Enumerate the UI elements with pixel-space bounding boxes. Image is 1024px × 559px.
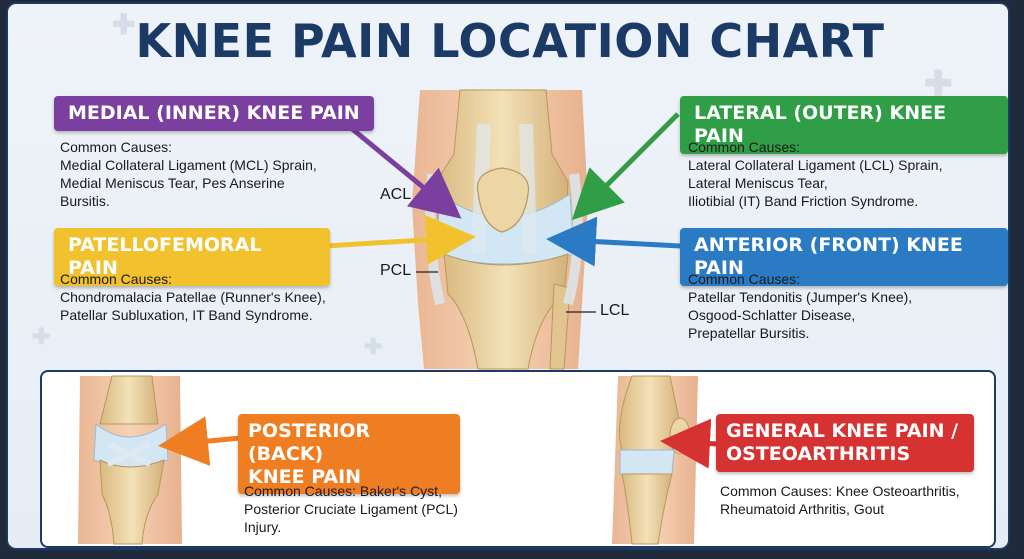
causes-line: Common Causes: bbox=[60, 271, 173, 287]
pcl-label: PCL bbox=[380, 262, 412, 279]
anterior-causes: Common Causes: Patellar Tendonitis (Jump… bbox=[688, 270, 912, 342]
plus-icon: ✚ bbox=[112, 9, 136, 40]
posterior-label-line: KNEE PAIN bbox=[248, 465, 362, 488]
causes-line: Common Causes: bbox=[60, 139, 173, 155]
causes-line: Chondromalacia Patellae (Runner's Knee), bbox=[60, 289, 326, 305]
causes-line: Common Causes: Baker's Cyst, bbox=[244, 483, 442, 499]
causes-line: Medial Meniscus Tear, Pes Anserine bbox=[60, 175, 285, 191]
knee-pain-chart: ✚ ✚ ✚ ✚ KNEE PAIN LOCATION CHART bbox=[6, 2, 1010, 550]
lcl-label: LCL bbox=[600, 302, 630, 319]
lateral-causes: Common Causes: Lateral Collateral Ligame… bbox=[688, 138, 942, 210]
causes-line: Bursitis. bbox=[60, 193, 110, 209]
medial-causes: Common Causes: Medial Collateral Ligamen… bbox=[60, 138, 317, 210]
causes-line: Common Causes: bbox=[688, 139, 801, 155]
causes-line: Rheumatoid Arthritis, Gout bbox=[720, 501, 885, 517]
side-knee-illustration bbox=[612, 375, 698, 545]
general-label-line: GENERAL KNEE PAIN / bbox=[726, 420, 959, 442]
bottom-diagram bbox=[78, 375, 719, 545]
page-title: KNEE PAIN LOCATION CHART bbox=[135, 14, 885, 68]
causes-line: Medial Collateral Ligament (MCL) Sprain, bbox=[60, 157, 317, 173]
general-label-line: OSTEOARTHRITIS bbox=[726, 442, 911, 465]
causes-line: Prepatellar Bursitis. bbox=[688, 325, 810, 341]
causes-line: Posterior Cruciate Ligament (PCL) bbox=[244, 501, 458, 517]
general-pain-label: GENERAL KNEE PAIN / OSTEOARTHRITIS bbox=[716, 414, 974, 472]
lateral-pain-label: LATERAL (OUTER) KNEE PAIN bbox=[680, 96, 1008, 154]
causes-line: Patellar Tendonitis (Jumper's Knee), bbox=[688, 289, 913, 305]
posterior-causes: Common Causes: Baker's Cyst, Posterior C… bbox=[244, 482, 458, 536]
causes-line: Common Causes: bbox=[688, 271, 801, 287]
plus-icon: ✚ bbox=[364, 334, 383, 359]
general-causes: Common Causes: Knee Osteoarthritis, Rheu… bbox=[720, 482, 960, 518]
patellofemoral-causes: Common Causes: Chondromalacia Patellae (… bbox=[60, 270, 326, 324]
posterior-knee-illustration bbox=[78, 375, 182, 545]
causes-line: Injury. bbox=[244, 519, 282, 535]
causes-line: Lateral Collateral Ligament (LCL) Sprain… bbox=[688, 157, 943, 173]
causes-line: Osgood-Schlatter Disease, bbox=[688, 307, 856, 323]
knee-diagram bbox=[325, 89, 681, 370]
anterior-pain-label: ANTERIOR (FRONT) KNEE PAIN bbox=[680, 228, 1008, 286]
posterior-label-line: POSTERIOR (BACK) bbox=[248, 420, 371, 465]
posterior-pain-label: POSTERIOR (BACK) KNEE PAIN bbox=[238, 414, 460, 495]
causes-line: Lateral Meniscus Tear, bbox=[688, 175, 828, 191]
causes-line: Iliotibial (IT) Band Friction Syndrome. bbox=[688, 193, 919, 209]
causes-line: Common Causes: Knee Osteoarthritis, bbox=[720, 483, 960, 499]
patellofemoral-pain-label: PATELLOFEMORAL PAIN bbox=[54, 228, 330, 286]
acl-label: ACL bbox=[380, 186, 412, 203]
causes-line: Patellar Subluxation, IT Band Syndrome. bbox=[60, 307, 313, 323]
plus-icon: ✚ bbox=[32, 324, 51, 349]
medial-pain-label: MEDIAL (INNER) KNEE PAIN bbox=[54, 96, 374, 131]
